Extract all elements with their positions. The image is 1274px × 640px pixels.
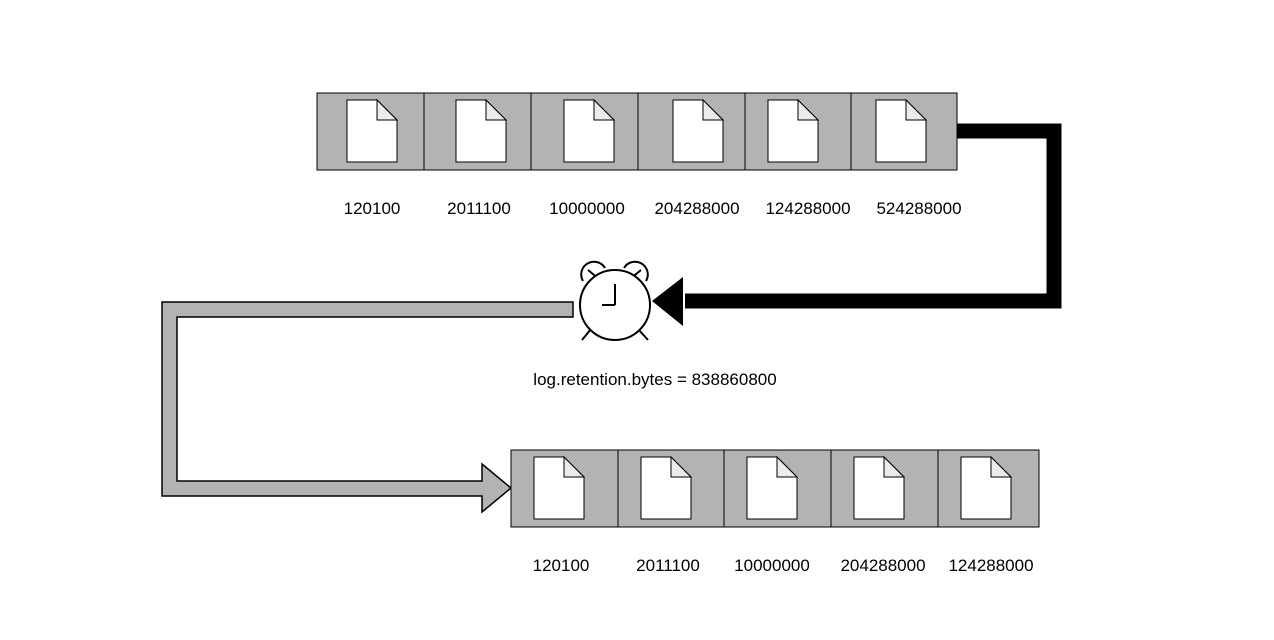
segment-size-label: 2011100 xyxy=(447,199,511,218)
arrow-to-retained-log xyxy=(161,301,574,514)
segment-size-label: 524288000 xyxy=(876,199,961,218)
file-icon xyxy=(767,98,820,163)
file-icon xyxy=(853,455,906,520)
segment-before-2: 2011100 xyxy=(423,92,532,218)
file-icon xyxy=(672,98,725,163)
segment-size-label: 204288000 xyxy=(654,199,739,218)
segment-size-label: 124288000 xyxy=(765,199,850,218)
segment-list-after: 120100 2011100 10000000 204288000 xyxy=(510,449,1040,575)
file-icon xyxy=(346,98,399,163)
file-icon xyxy=(746,455,799,520)
file-icon xyxy=(533,455,586,520)
segment-size-label: 120100 xyxy=(344,199,401,218)
segment-before-1: 120100 xyxy=(316,92,425,218)
file-icon xyxy=(875,98,928,163)
segment-after-2: 2011100 xyxy=(617,449,725,575)
segment-list-before: 120100 2011100 10000000 204288000 xyxy=(316,92,962,218)
segment-before-5: 124288000 xyxy=(744,92,852,218)
segment-after-5: 124288000 xyxy=(937,449,1040,575)
segment-after-4: 204288000 xyxy=(830,449,939,575)
segment-size-label: 124288000 xyxy=(948,556,1033,575)
segment-after-3: 10000000 xyxy=(723,449,832,575)
segment-before-3: 10000000 xyxy=(530,92,639,218)
alarm-clock-icon xyxy=(579,260,651,341)
segment-size-label: 204288000 xyxy=(840,556,925,575)
segment-before-4: 204288000 xyxy=(637,92,746,218)
segment-size-label: 120100 xyxy=(533,556,590,575)
arrow-to-retention-check xyxy=(652,123,1062,326)
file-icon xyxy=(640,455,693,520)
file-icon xyxy=(960,455,1013,520)
segment-after-1: 120100 xyxy=(510,449,619,575)
segment-size-label: 2011100 xyxy=(636,556,700,575)
segment-size-label: 10000000 xyxy=(734,556,810,575)
file-icon xyxy=(455,98,508,163)
retention-setting-label: log.retention.bytes = 838860800 xyxy=(533,370,776,389)
segment-size-label: 10000000 xyxy=(549,199,625,218)
file-icon xyxy=(563,98,616,163)
segment-before-6: 524288000 xyxy=(850,92,962,218)
